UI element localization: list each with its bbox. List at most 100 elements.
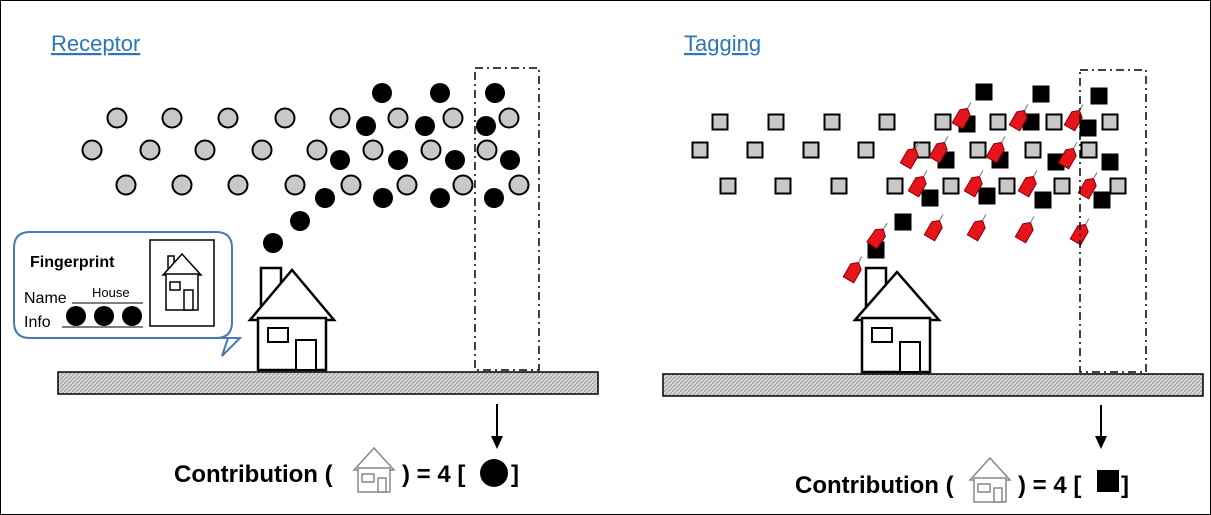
square-particle-icon bbox=[989, 113, 1007, 131]
red-tag-body bbox=[899, 147, 919, 170]
house-icon bbox=[352, 446, 396, 493]
circle-particle-icon bbox=[284, 174, 306, 196]
circle-particle-icon bbox=[263, 233, 283, 253]
square-particle-icon bbox=[1093, 191, 1111, 209]
circle-particle-icon bbox=[445, 150, 465, 170]
red-tag-icon bbox=[1077, 172, 1098, 200]
red-tag-string bbox=[922, 170, 928, 177]
down-arrow-icon bbox=[491, 404, 503, 449]
red-tag-icon bbox=[842, 256, 863, 284]
circle-particle-icon bbox=[161, 107, 183, 129]
circle-particle-icon bbox=[290, 211, 310, 231]
red-tag-icon bbox=[907, 170, 928, 198]
fingerprint-title: Fingerprint bbox=[30, 254, 115, 271]
square-particle-icon bbox=[1034, 191, 1052, 209]
circle-particle-icon bbox=[420, 139, 442, 161]
square-particle-icon bbox=[746, 141, 764, 159]
house-icon bbox=[161, 252, 203, 311]
red-tag-body bbox=[951, 107, 971, 130]
circle-particle-icon bbox=[171, 174, 193, 196]
red-tag-body bbox=[966, 219, 986, 242]
circle-particle-icon bbox=[251, 139, 273, 161]
circle-particle-icon bbox=[442, 107, 464, 129]
square-particle-icon bbox=[934, 113, 952, 131]
contribution-equation: Contribution ( ) = 4 [ ] bbox=[795, 456, 1129, 503]
receptor-box bbox=[474, 67, 540, 371]
square-particle-icon bbox=[942, 177, 960, 195]
red-tag-icon bbox=[966, 214, 987, 242]
circle-particle-icon bbox=[476, 139, 498, 161]
circle-particle-icon bbox=[227, 174, 249, 196]
red-tag-icon bbox=[1069, 218, 1090, 246]
circle-particle-icon bbox=[480, 459, 508, 487]
contribution-suffix: ) = 4 [ bbox=[402, 461, 465, 488]
red-tag-body bbox=[842, 261, 862, 284]
circle-particle-icon bbox=[356, 116, 376, 136]
square-particle-icon bbox=[1053, 177, 1071, 195]
circle-particle-icon bbox=[396, 174, 418, 196]
circle-particle-icon bbox=[430, 188, 450, 208]
red-tag-icon bbox=[866, 222, 888, 250]
red-tag-string bbox=[1000, 136, 1006, 143]
square-particle-icon bbox=[1109, 177, 1127, 195]
circle-particle-icon bbox=[340, 174, 362, 196]
emitted-particles bbox=[263, 83, 520, 253]
red-tag-string bbox=[978, 170, 984, 177]
square-particle-icon bbox=[978, 187, 996, 205]
background-particles bbox=[81, 107, 530, 196]
red-tag-body bbox=[928, 141, 948, 164]
red-tag-string bbox=[1072, 142, 1078, 149]
ground bbox=[57, 371, 599, 395]
red-tag-string bbox=[882, 222, 888, 230]
fingerprint-name-value: House bbox=[92, 285, 130, 300]
fingerprint-particle bbox=[66, 306, 86, 326]
circle-particle-icon bbox=[115, 174, 137, 196]
emitted-particles bbox=[867, 83, 1119, 259]
circle-particle-icon bbox=[330, 150, 350, 170]
circle-particle-icon bbox=[498, 107, 520, 129]
fingerprint-particle bbox=[122, 306, 142, 326]
square-particle-icon bbox=[691, 141, 709, 159]
red-tag-body bbox=[1063, 109, 1083, 132]
red-tag-string bbox=[1029, 216, 1035, 223]
red-tag-string bbox=[938, 214, 944, 221]
square-particle-icon bbox=[1032, 85, 1050, 103]
circle-particle-icon bbox=[430, 83, 450, 103]
red-tag-string bbox=[857, 256, 863, 263]
circle-particle-icon bbox=[372, 83, 392, 103]
square-particle-icon bbox=[767, 113, 785, 131]
contribution-end: ] bbox=[1121, 472, 1129, 499]
house-icon bbox=[968, 456, 1012, 503]
square-particle-icon bbox=[830, 177, 848, 195]
square-particle-icon bbox=[1097, 470, 1119, 492]
square-particle-icon bbox=[1090, 87, 1108, 105]
square-particle-icon bbox=[1079, 119, 1097, 137]
red-tag-body bbox=[907, 175, 927, 198]
circle-particle-icon bbox=[388, 150, 408, 170]
square-particle-icon bbox=[711, 113, 729, 131]
fingerprint-particle bbox=[94, 306, 114, 326]
red-tag-body bbox=[1077, 177, 1097, 200]
square-particle-icon bbox=[921, 189, 939, 207]
fingerprint-name-label: Name bbox=[24, 290, 67, 307]
red-tag-string bbox=[1084, 218, 1090, 225]
red-tag-icon bbox=[899, 142, 920, 170]
receptor-box bbox=[1079, 69, 1147, 373]
red-tag-icon bbox=[1017, 170, 1038, 198]
square-particle-icon bbox=[998, 177, 1016, 195]
circle-particle-icon bbox=[217, 107, 239, 129]
red-tag-body bbox=[985, 141, 1005, 164]
square-particle-icon bbox=[1047, 153, 1065, 171]
red-tag-string bbox=[914, 142, 920, 149]
tagging-panel: Tagging Contribution ( ) = 4 [ bbox=[662, 31, 1204, 503]
fingerprint-callout: Fingerprint Name House Info bbox=[13, 231, 243, 357]
square-particle-icon bbox=[1024, 141, 1042, 159]
circle-particle-icon bbox=[81, 139, 103, 161]
fingerprint-info-label: Info bbox=[24, 314, 51, 331]
house-icon bbox=[852, 266, 942, 374]
circle-particle-icon bbox=[452, 174, 474, 196]
red-tag-icon bbox=[1057, 142, 1078, 170]
square-particle-icon bbox=[1080, 141, 1098, 159]
square-particle-icon bbox=[823, 113, 841, 131]
